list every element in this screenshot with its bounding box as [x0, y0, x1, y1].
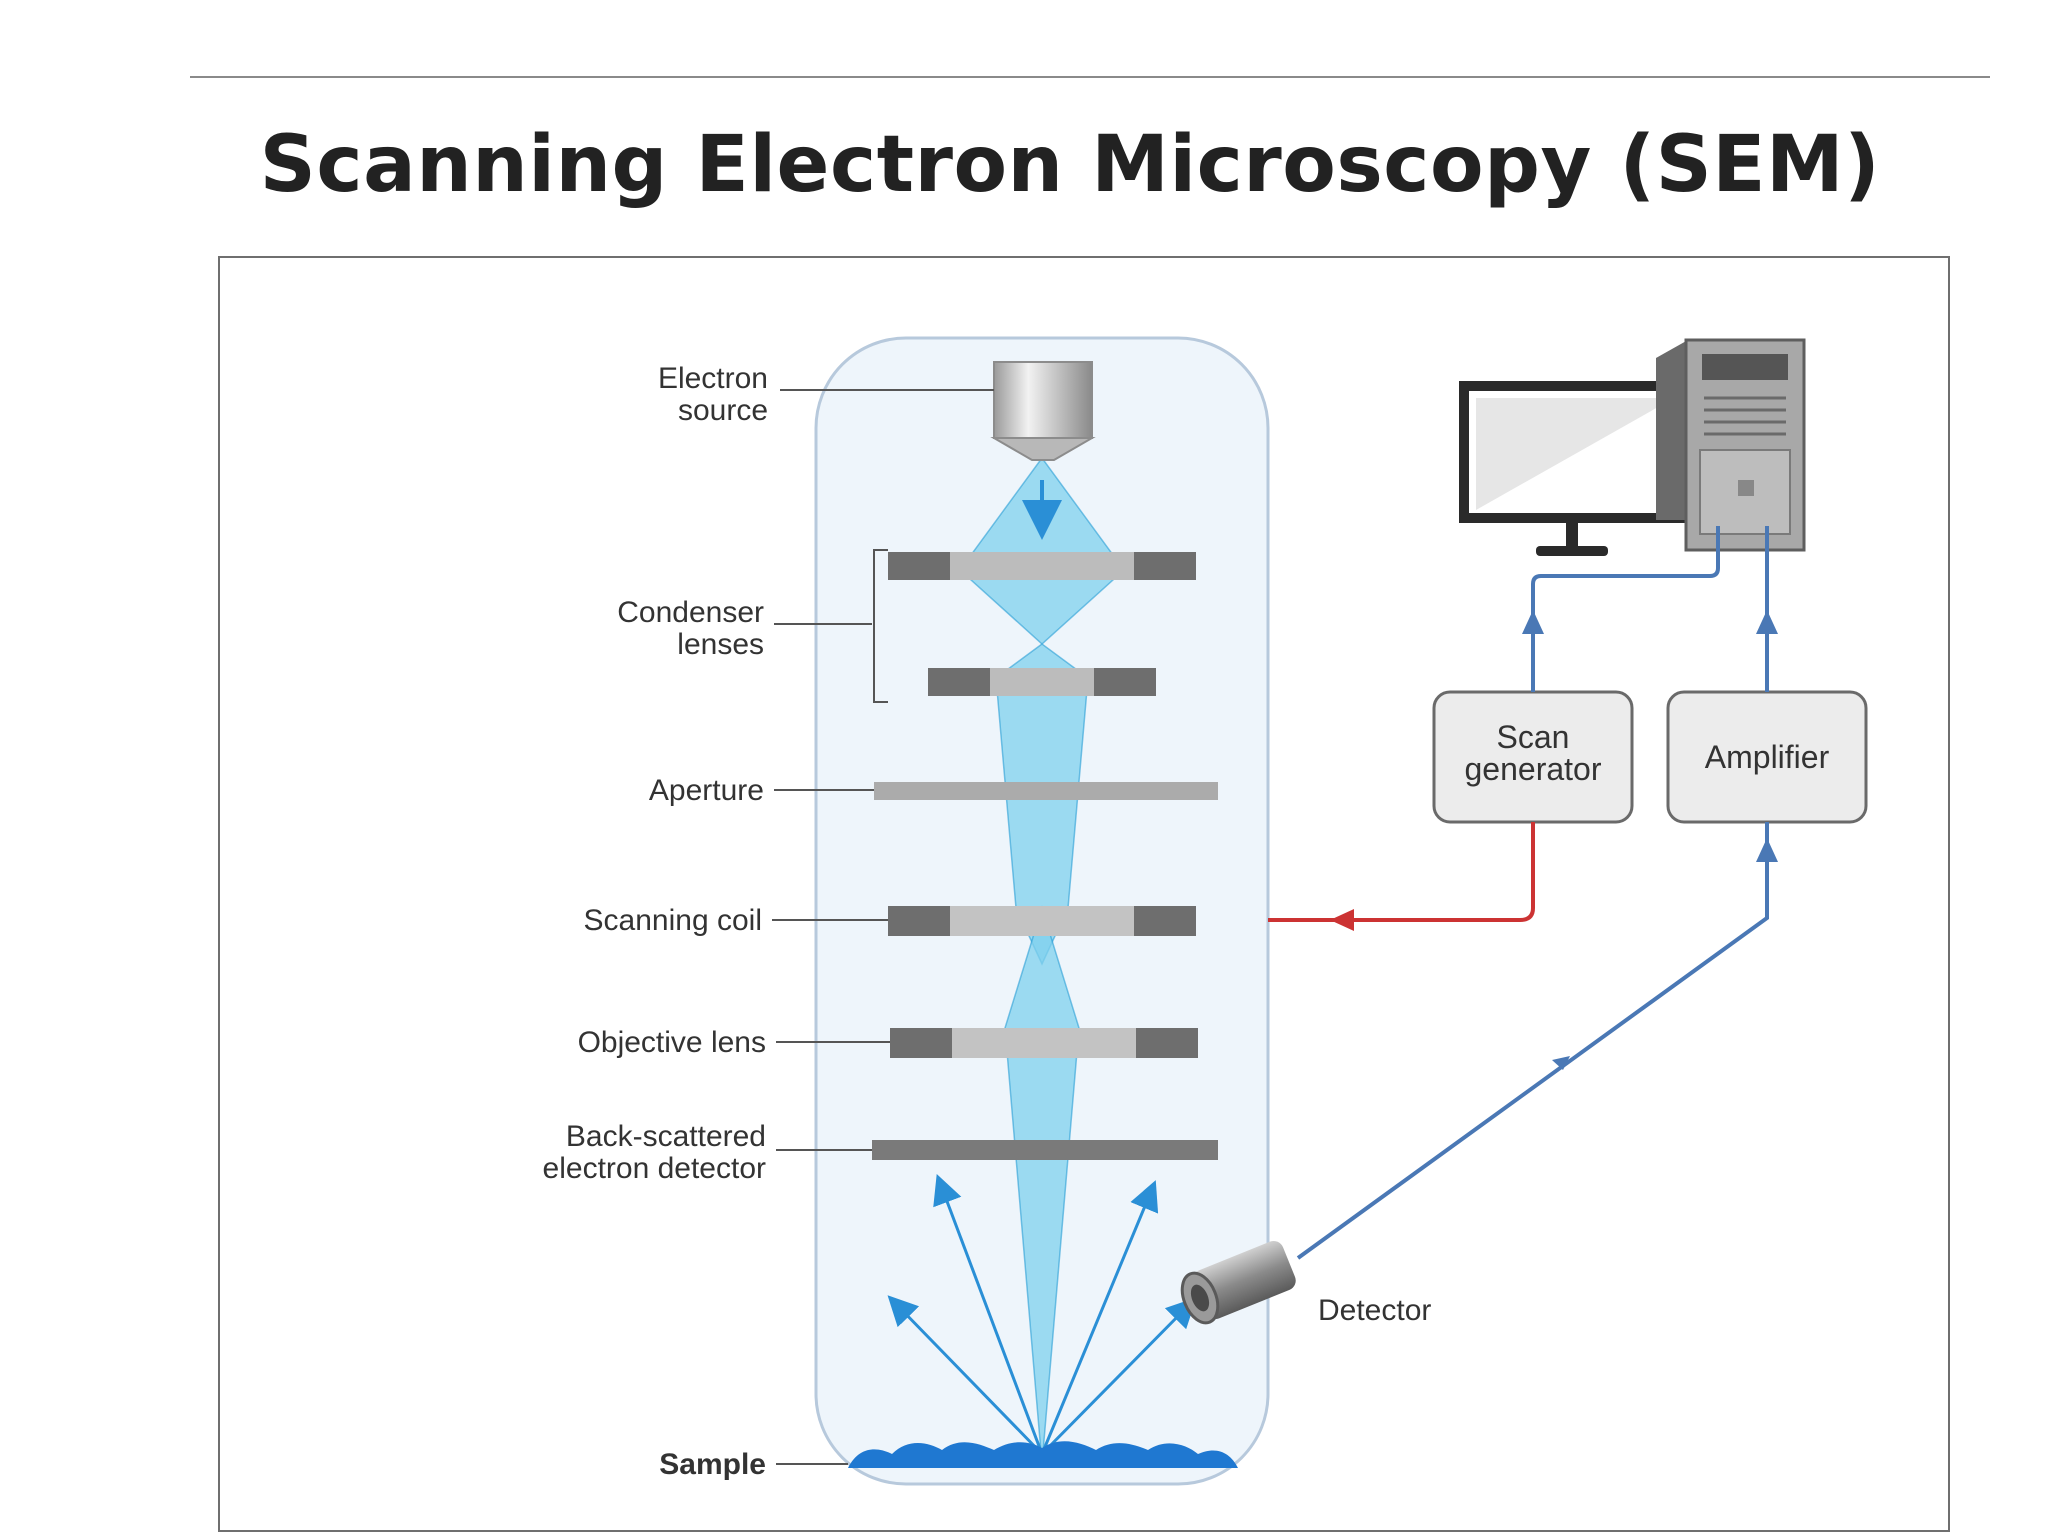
label-backscattered-2: electron detector	[543, 1152, 766, 1185]
condenser-lens-lower	[928, 668, 1156, 696]
detector-device	[1180, 1240, 1296, 1325]
label-condenser-1: Condenser	[617, 596, 764, 629]
backscattered-detector-plate	[872, 1140, 1218, 1160]
label-scanning-coil: Scanning coil	[584, 904, 762, 937]
scan-generator-label-line2: generator	[1465, 751, 1602, 787]
signal-arrows	[1522, 610, 1778, 1070]
scanning-coil	[888, 906, 1196, 936]
label-electron-source-1: Electron	[658, 362, 768, 395]
label-electron-source-2: source	[678, 394, 768, 427]
electron-source	[990, 361, 1096, 461]
diagram-frame: Scan generator Amplifier Electron source…	[218, 256, 1950, 1532]
condenser-lens-upper	[888, 552, 1196, 580]
aperture-plate	[874, 782, 1218, 800]
scattered-electrons	[887, 1173, 1197, 1456]
component-labels: Electron source Condenser lenses Apertur…	[543, 362, 768, 1481]
sem-diagram: Scan generator Amplifier Electron source…	[543, 336, 1868, 1486]
label-objective-lens: Objective lens	[578, 1026, 766, 1059]
label-condenser-2: lenses	[677, 628, 764, 661]
scan-generator-label-line1: Scan	[1497, 719, 1570, 755]
computer-icon	[1459, 338, 1806, 556]
amplifier-label: Amplifier	[1705, 739, 1830, 775]
label-aperture: Aperture	[649, 774, 764, 807]
leader-lines	[772, 389, 994, 1465]
label-detector: Detector	[1318, 1294, 1431, 1327]
label-sample: Sample	[659, 1448, 766, 1481]
label-backscattered-1: Back-scattered	[566, 1120, 766, 1153]
scan-signal-arrow	[1330, 909, 1354, 931]
scan-signal-line	[1268, 822, 1535, 922]
page-title: Scanning Electron Microscopy (SEM)	[259, 120, 1881, 210]
top-divider	[190, 76, 1990, 78]
sample-surface	[848, 1441, 1238, 1468]
objective-lens	[890, 1028, 1198, 1058]
